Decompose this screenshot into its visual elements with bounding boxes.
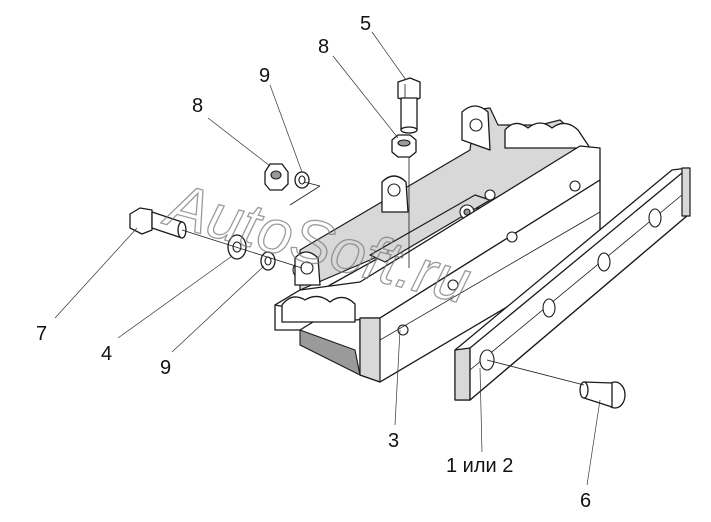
pin-part-6 <box>579 381 626 409</box>
callout-9-bottom: 9 <box>160 357 171 379</box>
callout-9-top: 9 <box>259 65 270 87</box>
bracket-part-3 <box>274 105 601 383</box>
nut-part-8-left <box>264 163 289 191</box>
callout-3: 3 <box>388 430 399 452</box>
callout-8-top: 8 <box>318 36 329 58</box>
callout-4: 4 <box>101 343 112 365</box>
bolt-part-5 <box>397 77 421 134</box>
callout-8-left: 8 <box>192 95 203 117</box>
nut-part-8-upper <box>391 134 417 158</box>
callout-6: 6 <box>580 490 591 512</box>
assembly-axis-lines <box>181 157 585 386</box>
side-rail-part-1-or-2 <box>454 167 691 401</box>
leader-lines <box>54 31 601 486</box>
callout-1-or-2: 1 или 2 <box>446 455 513 477</box>
callout-5: 5 <box>360 13 371 35</box>
callout-7: 7 <box>36 323 47 345</box>
washer-part-9-upper <box>294 171 310 189</box>
